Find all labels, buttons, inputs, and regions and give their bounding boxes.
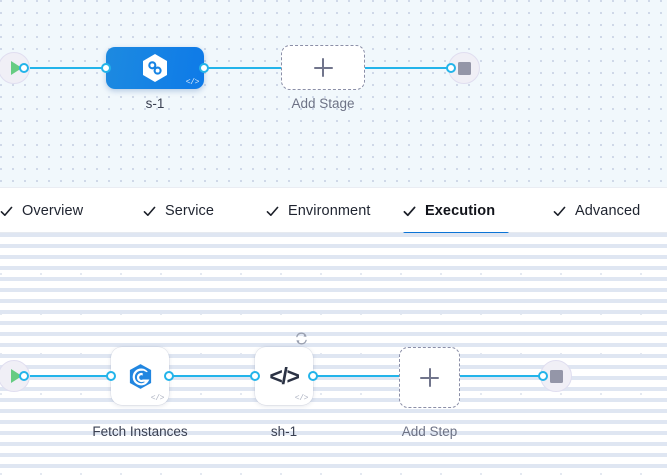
add-step-node[interactable]	[399, 347, 460, 408]
edge-start-to-stage	[24, 67, 120, 69]
shell-script-icon: </>	[269, 362, 300, 389]
edge-add-to-end	[358, 67, 456, 69]
stop-icon	[457, 61, 471, 75]
port-fetch-in[interactable]	[106, 371, 116, 381]
tab-label: Execution	[425, 203, 496, 219]
stop-icon	[549, 369, 563, 383]
tab-label: Service	[165, 203, 215, 219]
port-fetch-out[interactable]	[164, 371, 174, 381]
code-badge-icon: </>	[150, 394, 165, 403]
code-badge-icon: </>	[185, 78, 200, 87]
azure-hexagon-icon	[129, 363, 151, 389]
tab-label: Advanced	[575, 203, 641, 219]
port-end-in[interactable]	[446, 63, 456, 73]
tab-label: Environment	[288, 203, 371, 219]
hexagon-infinity-icon	[143, 54, 167, 82]
check-icon	[266, 206, 279, 216]
stage-node-label: s-1	[145, 96, 165, 111]
tab-environment[interactable]: Environment	[266, 188, 371, 234]
play-icon	[10, 369, 22, 383]
edge-stage-to-add	[198, 67, 292, 69]
tab-label: Overview	[22, 203, 84, 219]
step-node-sh-1[interactable]: </> </>	[255, 332, 313, 405]
code-badge-icon: </>	[294, 394, 309, 403]
edge-start-to-fetch	[24, 375, 112, 377]
check-icon	[403, 206, 416, 216]
tab-execution[interactable]: Execution	[403, 188, 510, 235]
port-stage-out[interactable]	[199, 63, 209, 73]
port-sh1-out[interactable]	[308, 371, 318, 381]
loop-icon	[296, 332, 307, 345]
check-icon	[553, 206, 566, 216]
edge-add-to-end	[458, 375, 546, 377]
port-start-out[interactable]	[19, 371, 29, 381]
add-stage-node[interactable]	[281, 45, 365, 90]
tab-overview[interactable]: Overview	[0, 188, 83, 234]
stage-config-tabs: Overview Service Environment Execution A	[0, 187, 667, 235]
edge-fetch-to-sh1	[168, 375, 256, 377]
pipeline-start-node[interactable]	[0, 52, 30, 84]
port-end-in[interactable]	[538, 371, 548, 381]
edge-sh1-to-add	[312, 375, 400, 377]
add-stage-label: Add Stage	[291, 96, 355, 111]
step-node-label: Fetch Instances	[92, 424, 188, 439]
check-icon	[0, 206, 13, 216]
execution-steps-canvas[interactable]: </> Fetch Instances </> </> sh-1 Add Ste…	[0, 233, 667, 475]
step-node-label: sh-1	[270, 424, 298, 439]
port-sh1-in[interactable]	[250, 371, 260, 381]
add-step-label: Add Step	[401, 424, 458, 439]
tab-advanced[interactable]: Advanced	[553, 188, 640, 234]
check-icon	[143, 206, 156, 216]
tab-service[interactable]: Service	[143, 188, 214, 234]
step-node-fetch-instances[interactable]: </>	[111, 347, 169, 405]
port-start-out[interactable]	[19, 63, 29, 73]
plus-icon	[420, 368, 439, 387]
stage-pipeline-canvas[interactable]: </> s-1 Add Stage	[0, 0, 667, 187]
play-icon	[10, 61, 22, 75]
port-stage-in[interactable]	[101, 63, 111, 73]
plus-icon	[313, 58, 333, 77]
stage-node-s-1[interactable]: </>	[106, 47, 204, 89]
